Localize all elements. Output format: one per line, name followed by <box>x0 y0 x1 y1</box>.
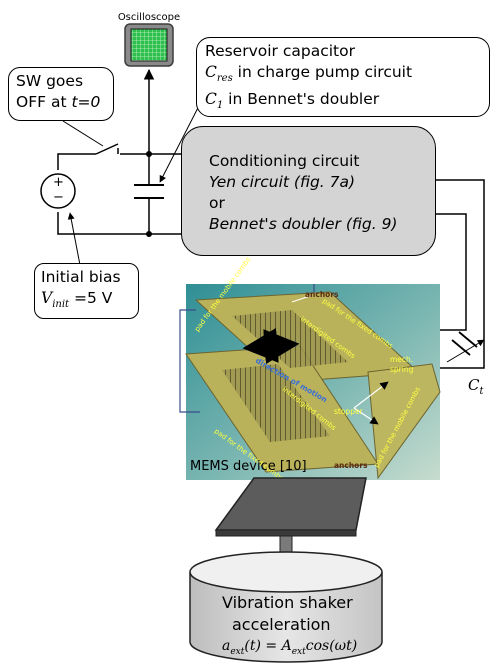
mems-anchors-bottom: anchors <box>334 461 368 470</box>
initial-bias-note: Initial bias Vinit =5 V <box>34 263 139 319</box>
cres-symbol: C <box>205 63 217 81</box>
conditioning-yen: Yen circuit (fig. 7a) <box>209 173 356 191</box>
eq-A: A <box>281 638 292 654</box>
voltage-source-symbol <box>40 173 76 209</box>
mems-caption: MEMS device [10] <box>190 459 307 474</box>
eq-A-sub: ext <box>291 646 306 657</box>
reservoir-line3: C1 in Bennet's doubler <box>205 89 481 116</box>
conditioning-title: Conditioning circuit <box>209 152 360 170</box>
mems-device-image <box>179 284 441 480</box>
c1-symbol: C <box>205 90 217 109</box>
source-minus: − <box>53 190 64 205</box>
oscilloscope-icon <box>124 23 174 67</box>
shaker-equation: aext(t) = Aextcos(ωt) <box>222 638 357 657</box>
eq-a-sub: ext <box>230 646 245 657</box>
conditioning-circuit-box: Conditioning circuit Yen circuit (fig. 7… <box>181 126 436 256</box>
switch-note-time: t=0 <box>71 93 101 111</box>
circuit-wires <box>57 153 186 235</box>
reservoir-line1: Reservoir capacitor <box>205 42 355 60</box>
source-plus: + <box>53 175 64 190</box>
ct-label: Ct <box>468 376 484 397</box>
oscilloscope-label: Oscilloscope <box>118 12 180 23</box>
bias-line2: Vinit =5 V <box>41 288 132 315</box>
switch-note-pointer <box>62 120 104 147</box>
mems-spring-line2: spring <box>390 365 414 374</box>
bias-line1: Initial bias <box>41 268 121 286</box>
shaker-line1: Vibration shaker <box>222 593 353 612</box>
bias-pointer <box>67 212 81 266</box>
shaker-platform <box>214 477 367 563</box>
eq-a: a <box>222 638 231 654</box>
bias-value: =5 V <box>69 289 113 307</box>
eq-t: (t) = <box>244 638 282 654</box>
switch-note: SW goes OFF at t=0 <box>8 67 114 121</box>
ct-symbol: C <box>468 376 480 394</box>
ct-subscript: t <box>479 386 484 397</box>
reservoir-line2-text: in charge pump circuit <box>232 63 413 81</box>
switch-note-off: OFF at <box>16 93 72 111</box>
switch-note-line2: OFF at t=0 <box>16 92 106 113</box>
switch-note-line1: SW goes <box>16 72 84 90</box>
shaker-line2: acceleration <box>232 615 331 634</box>
node-top <box>146 151 152 157</box>
reservoir-capacitor-note: Reservoir capacitor Cres in charge pump … <box>196 37 490 117</box>
cres-subscript: res <box>216 73 233 85</box>
mems-stopper-label: stopper <box>334 407 364 416</box>
vinit-symbol: V <box>41 289 53 307</box>
mems-anchors-top: anchors <box>305 290 339 299</box>
conditioning-bennet: Bennet's doubler (fig. 9) <box>209 215 398 233</box>
c1-subscript: 1 <box>216 100 224 112</box>
reservoir-line2: Cres in charge pump circuit <box>205 62 481 89</box>
vinit-subscript: init <box>52 299 70 311</box>
switch-sw <box>95 143 119 155</box>
ct-variable-capacitor-symbol <box>446 331 485 363</box>
vibration-shaker <box>189 551 383 663</box>
conditioning-or: or <box>209 194 225 212</box>
reservoir-line3-text: in Bennet's doubler <box>223 90 380 109</box>
reservoir-capacitor-symbol <box>134 184 164 199</box>
mems-spring-line1: mech. <box>390 355 413 364</box>
eq-cos: cos(ωt) <box>305 638 358 654</box>
node-bottom <box>146 231 152 237</box>
